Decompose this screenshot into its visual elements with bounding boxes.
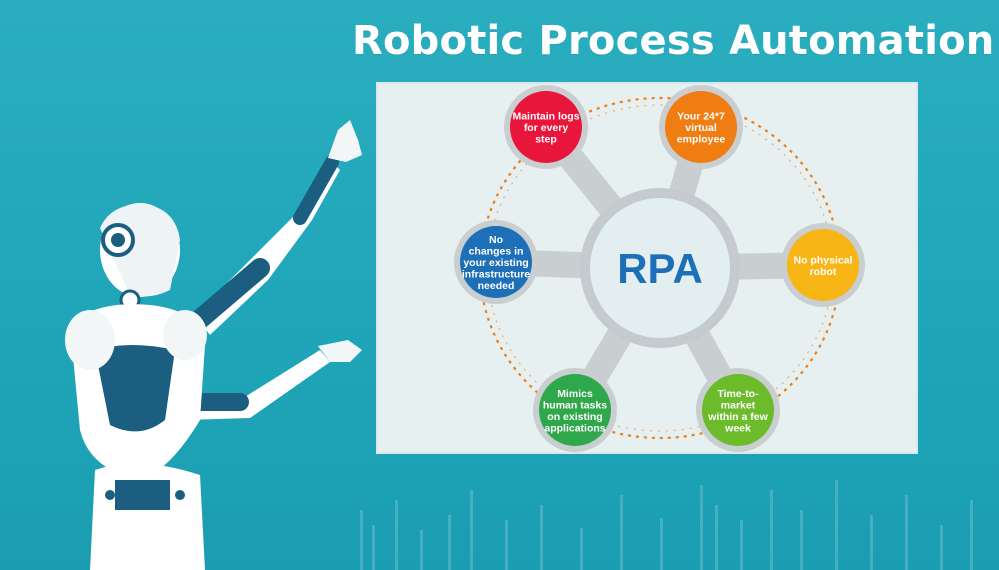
- node-mimics-human-tasks-label: on existing: [547, 411, 602, 423]
- node-maintain-logs-label: Maintain logs: [512, 111, 579, 123]
- node-virtual-employee: [665, 91, 737, 163]
- node-time-to-market: [702, 374, 774, 446]
- node-no-infrastructure-changes-label: infrastructure: [462, 269, 530, 281]
- node-no-physical-robot: [787, 229, 859, 301]
- robot-illustration: [65, 120, 362, 570]
- node-time-to-market-label: market: [721, 399, 756, 411]
- node-maintain-logs-label: step: [535, 134, 557, 146]
- node-time-to-market-label: within a few: [707, 411, 768, 423]
- node-mimics-human-tasks-label: applications: [544, 422, 605, 434]
- node-no-infrastructure-changes-label: changes in: [469, 246, 524, 258]
- node-no-infrastructure-changes-label: needed: [478, 280, 515, 292]
- node-maintain-logs-label: for every: [524, 122, 569, 134]
- hub-label: RPA: [617, 245, 703, 292]
- node-maintain-logs: [510, 91, 582, 163]
- node-virtual-employee-label: virtual: [685, 122, 717, 134]
- node-no-physical-robot-label: robot: [810, 266, 837, 278]
- node-mimics-human-tasks-label: human tasks: [543, 399, 607, 411]
- node-no-infrastructure-changes-label: your existing: [463, 257, 528, 269]
- node-mimics-human-tasks-label: Mimics: [557, 388, 593, 400]
- background-bars: [360, 480, 973, 570]
- node-virtual-employee-label: Your 24*7: [677, 111, 725, 123]
- node-no-physical-robot-label: No physical: [794, 254, 853, 266]
- node-time-to-market-label: Time-to-: [717, 388, 759, 400]
- node-no-infrastructure-changes-label: No: [489, 234, 503, 246]
- node-no-infrastructure-changes: [460, 226, 532, 298]
- node-time-to-market-label: week: [724, 422, 751, 434]
- node-virtual-employee-label: employee: [677, 134, 726, 146]
- node-mimics-human-tasks: [539, 374, 611, 446]
- page-title: Robotic Process Automation: [352, 18, 995, 64]
- hub-inner: [590, 198, 730, 338]
